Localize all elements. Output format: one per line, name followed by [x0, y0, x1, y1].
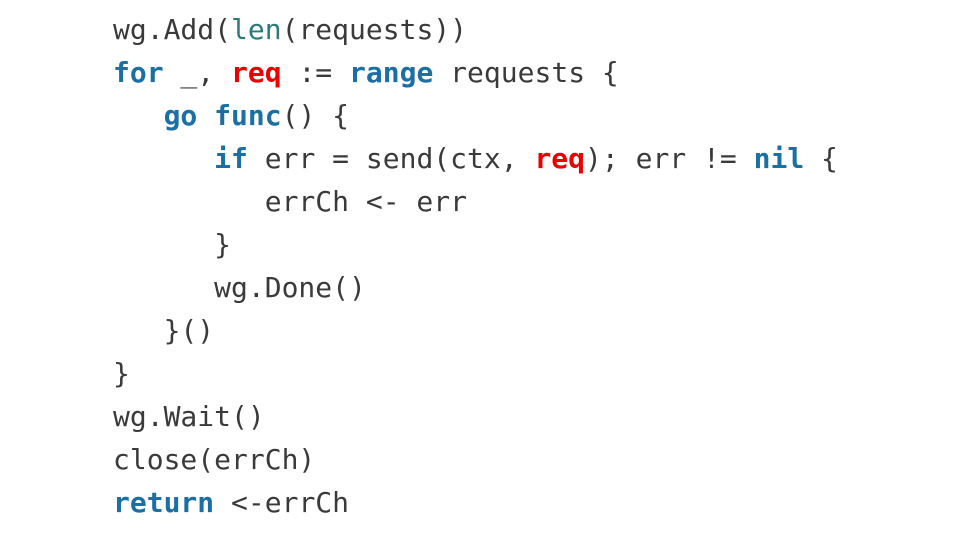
code-token: }	[113, 228, 232, 261]
code-line: for _, req := range requests {	[113, 51, 838, 94]
code-token: wg.Done()	[113, 271, 366, 304]
code-token: nil	[753, 142, 805, 175]
code-token: }()	[113, 314, 215, 347]
code-line: }	[113, 223, 838, 266]
code-token: req	[534, 142, 586, 175]
code-token	[113, 99, 164, 132]
code-token: for	[113, 56, 164, 89]
code-token: :=	[281, 56, 350, 89]
code-token: func	[214, 99, 282, 132]
code-token: go	[163, 99, 198, 132]
code-line: go func() {	[113, 94, 838, 137]
code-token: }	[113, 357, 130, 390]
code-line: }	[113, 352, 838, 395]
code-token: wg.Add(	[113, 13, 232, 46]
code-token: err = send(ctx,	[247, 142, 535, 175]
code-token: _,	[163, 56, 232, 89]
code-token: errCh <- err	[113, 185, 468, 218]
code-token: req	[231, 56, 282, 89]
code-line: return <-errCh	[113, 481, 838, 524]
code-token: wg.Wait()	[113, 400, 265, 433]
code-line: wg.Add(len(requests))	[113, 8, 838, 51]
code-line: if err = send(ctx, req); err != nil {	[113, 137, 838, 180]
code-token	[197, 99, 214, 132]
code-block: wg.Add(len(requests))for _, req := range…	[113, 8, 838, 524]
code-token: len	[231, 13, 282, 46]
code-token: {	[804, 142, 838, 175]
code-line: }()	[113, 309, 838, 352]
code-token: <-errCh	[214, 486, 350, 519]
code-token: range	[349, 56, 434, 89]
code-line: errCh <- err	[113, 180, 838, 223]
code-token: requests {	[433, 56, 619, 89]
code-token: if	[214, 142, 248, 175]
code-token: return	[113, 486, 215, 519]
code-token: ); err !=	[585, 142, 754, 175]
code-line: wg.Done()	[113, 266, 838, 309]
code-token: close(errCh)	[113, 443, 316, 476]
code-token: () {	[281, 99, 350, 132]
code-line: wg.Wait()	[113, 395, 838, 438]
code-token: (requests))	[281, 13, 468, 46]
code-token	[113, 142, 214, 175]
code-line: close(errCh)	[113, 438, 838, 481]
